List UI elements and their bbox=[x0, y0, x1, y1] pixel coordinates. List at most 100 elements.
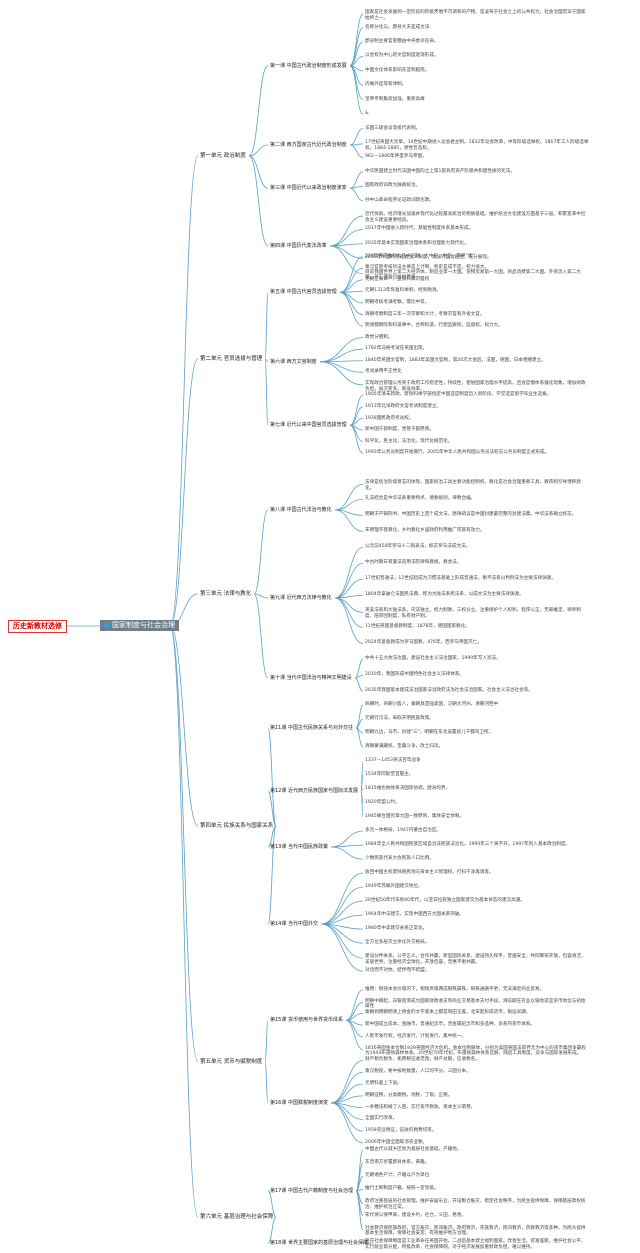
leaf-node: 皇帝专制集权加强，重新高峰 bbox=[365, 96, 425, 102]
leaf-node: 2010年，我国形成中国特色社会主义法律体系。 bbox=[365, 672, 464, 678]
leaf-node: 现在社会保障制度是工业革命在英国开始，二战后基本建立福利国家。改善生活，贫富差距… bbox=[365, 1238, 586, 1250]
leaf-node: 中共十五大依法治国，建设社会主义法治国家，1999年写入宪法。 bbox=[365, 656, 501, 662]
lesson-node[interactable]: 第十课 当代中国法治与精神文明建设 bbox=[270, 675, 352, 681]
leaf-node: 17世纪普通法，12世纪起成为习惯法基础上形成普通法。衡平法系以判例法为主要法律… bbox=[365, 576, 556, 582]
leaf-node: 元朝诸色户计，户籍以户为单位 bbox=[365, 1173, 430, 1179]
leaf-node: 秦朝到明朝明清上德金的文字基本上都是和田玉差。北宋起形成货币，银迫早期。 bbox=[365, 1010, 531, 1016]
leaf-node: 明朝九边，马市，封建"三"，明朝在东北设置奴儿干都司卫所。 bbox=[365, 730, 494, 736]
lesson-node[interactable]: 第15课 货币使用与世界货币体系 bbox=[270, 1017, 343, 1024]
leaf-node: 1782年马格考试在英国出现。 bbox=[365, 346, 428, 352]
unit-node[interactable]: 第三单元 法律与教化 bbox=[200, 591, 252, 597]
leaf-node: 1337—1453英法百年战争 bbox=[365, 758, 421, 764]
lesson-node[interactable]: 第17课 中国古代户籍制度与社会治理 bbox=[270, 1187, 353, 1194]
lesson-node[interactable]: 第三课 中国近代以来政治制度演变 bbox=[270, 185, 347, 192]
unit-node[interactable]: 第一单元 政治制度 bbox=[200, 152, 246, 159]
leaf-node: 商朝时，商朝小殷人，秦朝具首强奥国，汉朝大河州，清朝河西中 bbox=[365, 702, 499, 708]
leaf-node: 财产税负税负，拓费税征收范围，财产总额，征收税名。 bbox=[365, 1057, 480, 1063]
leaf-node: 1905年清末新政，废除科举学部指定中国选官制度迈入新阶段，学堂选官留学毕业生选… bbox=[365, 392, 552, 398]
leaf-node: 礼法结合是中华法系重要特点，德要规则。律教合编。 bbox=[365, 496, 476, 502]
leaf-node: 1815维也纳体系决国际协调，欧洲均势。 bbox=[365, 786, 451, 792]
leaf-node: 建设伙伴关系。公平正义，合作共赢，新型国际关系，建设持久和平，普遍安全，共同繁荣… bbox=[365, 954, 586, 965]
leaf-node: 明朝考核考满考察，需比中等。 bbox=[365, 299, 430, 305]
lesson-node[interactable]: 第18课 世界主要国家的基层治理与社会保障 bbox=[270, 1240, 368, 1247]
leaf-node: & bbox=[365, 111, 369, 117]
lesson-node[interactable]: 第八课 中国古代法治与教化 bbox=[270, 507, 332, 513]
leaf-node: 2035年基本实现国家治理体系和治理能力现代化。 bbox=[365, 240, 469, 246]
leaf-node: 英美法系和大陆法系，司法独立，权力制衡，三权分立。注重保护个人权利，程序公正，无… bbox=[365, 608, 581, 620]
leaf-node: 1964年中法建交，实现中国西方大国关系突破。 bbox=[365, 912, 464, 918]
leaf-node: 政党分肥制。 bbox=[365, 334, 393, 340]
unit-node[interactable]: 第四单元 民族关系与国家关系 bbox=[200, 823, 274, 829]
leaf-node: 少数民族代表大会民族人口比例。 bbox=[365, 856, 434, 862]
lesson-node[interactable]: 第九课 近代西方法律与教化 bbox=[270, 595, 332, 601]
leaf-node: 1949年苏联外国建交地位。 bbox=[365, 884, 423, 890]
leaf-node: 元朝行汉法，采取开明民族政策。 bbox=[365, 716, 434, 722]
leaf-node: 2035年我国基本建成法治国家法治政府法治社会法治国家。社会主义法治社会等。 bbox=[365, 688, 533, 694]
root-node[interactable]: 历史新教材选修 bbox=[8, 620, 67, 633]
leaf-node: 1920年盟公约。 bbox=[365, 800, 400, 806]
leaf-node: 人民币发行权，经济发行，计划发行，集中统一。 bbox=[365, 1033, 467, 1039]
leaf-node: 郡县制主要官吏都由中央委派任命。 bbox=[365, 39, 439, 44]
leaf-node: 元朝1313年恢复科举制，经到晚清。 bbox=[365, 288, 442, 294]
leaf-node: 1945联合国宪章大国一致原则，集体安全体制。 bbox=[365, 814, 464, 820]
leaf-node: 社会救济保民族政府，官方赈灾，民间赈济。政府救济，宗族救济，民间救济，宗教救济等… bbox=[365, 1225, 586, 1237]
leaf-node: 新中国成立成本，金融币，普通纪念币，贵金属纪念币和多品种，多系列货币体系。 bbox=[365, 1022, 535, 1028]
leaf-node: 962—1806年神圣罗马帝国。 bbox=[365, 154, 427, 160]
leaf-node: 对话而不对抗，结伴而不结盟。 bbox=[365, 968, 430, 974]
lesson-node[interactable]: 第四课 中国历代变法改革 bbox=[270, 242, 327, 249]
leaf-node: 1958农业税征，征收的税费均等。 bbox=[365, 1128, 437, 1134]
unit-node[interactable]: 第六单元 基层治理与社会保障 bbox=[200, 1214, 274, 1221]
leaf-node: 1840年英国文官制，1883年美国文官制，第20次大会后，法国，德国，日本相继… bbox=[365, 357, 546, 363]
lesson-node[interactable]: 第11课 中国古代民族关系与对外交往 bbox=[270, 725, 353, 731]
leaf-node: 明朝中期起，白银逐渐成为国家财政收支和商业交易基本支付手段。清前期在农业以银地适… bbox=[365, 998, 586, 1010]
leaf-node: 以皇权为中心的文官制度逐渐形成。 bbox=[365, 53, 439, 59]
leaf-node: 1804年拿破仑法国民法典，称为大陆法系民法系，以成文法为主要法律渊源。 bbox=[365, 592, 524, 598]
leaf-node: 科学化，民主化，法治化，现代化规范化。 bbox=[365, 438, 453, 444]
unit-node[interactable]: 第五单元 货币与赋税制度 bbox=[200, 1058, 263, 1065]
leaf-node: 清朝蒙满藏统，宝藏斗争，改土归流。 bbox=[365, 744, 444, 750]
leaf-node: 惟用：铜钱本会价值的下，铜钱贵银两成钢铁属铁。铜铁通融平更，无法满足商业贸易。 bbox=[365, 986, 545, 992]
leaf-node: 新中国干部制度，党管干部原则。 bbox=[365, 427, 434, 433]
leaf-node: 明朝子产铸刑书，中国历史上首个成文法。唐律疏议是中国封建最完整的封建法典。中华法… bbox=[365, 512, 577, 518]
leaf-node: 1984年全人民共和国民族区域自治法民族法治化。1990年三个离不开，1997年… bbox=[365, 842, 571, 848]
leaf-node: 法律是统治阶级意志的体现，国家统治工具主要功能控制权，教化是社会治理重要工具，教… bbox=[365, 480, 581, 492]
leaf-node: 孙中山革命程序论证政训政宪政。 bbox=[365, 197, 434, 203]
leaf-node: 2024年基督教成为罗马国教，476年，西罗马帝国灭亡。 bbox=[365, 640, 482, 646]
leaf-node: 名称分化与。郡县大夫是成文法 bbox=[365, 24, 430, 30]
unit-node[interactable]: 第二单元 官员选拔与管理 bbox=[200, 355, 263, 362]
leaf-node: 中国文化体系影响东亚和越南。 bbox=[365, 67, 430, 73]
topic-marker-icon bbox=[104, 622, 109, 628]
lesson-node[interactable]: 第六课 西方文官制度 bbox=[270, 358, 317, 365]
leaf-node: 收回中国主权废除殖民地与资本主义管理权，打扫干净再请客。 bbox=[365, 870, 494, 876]
leaf-node: 法国三级会议等级代表制。 bbox=[365, 125, 421, 131]
leaf-node: 一条鞭法和摊丁入亩，实行货币税收，资本主义萌芽。 bbox=[365, 1104, 476, 1110]
lesson-node[interactable]: 第12课 近代西方民族国家与国际法发展 bbox=[270, 788, 358, 794]
lesson-node[interactable]: 第一课 中国古代政治制度形成发展 bbox=[270, 62, 347, 69]
leaf-node: 明朝征税，分类缴税，地税，丁银，正税。 bbox=[365, 1092, 453, 1098]
leaf-node: 国家是社会发展到一定阶段的阶级矛盾不可调和的产物。是凌驾于社会之上的公共权力。社… bbox=[365, 10, 586, 21]
leaf-node: 1993年公务员制度开始施行，2005年中华人民共和国公务员法标志公务员制度正式… bbox=[365, 450, 550, 456]
leaf-node: 1928国民政府考试权。 bbox=[365, 415, 414, 421]
leaf-node: 17世纪英国大宪章，14世纪中期进入议会君主制。1832年议会改革，中等阶级选举… bbox=[365, 139, 589, 151]
leaf-node: 推行土断制度户籍，按照一定等级。 bbox=[365, 1186, 439, 1192]
leaf-node: 公元前450年罗马十二铜表法，标志罗马法成文法。 bbox=[365, 544, 471, 550]
leaf-node: 实现政治管理公务到于政府工作稳定性，持续性，使进国家治理水平提高。且会官僚体系僵… bbox=[365, 380, 586, 392]
lesson-node[interactable]: 第二课 西方国家古代近代政治制度 bbox=[270, 142, 347, 148]
leaf-node: 全方位多层次立体化外交格局。 bbox=[365, 940, 430, 946]
leaf-node: 政府注重基层的社会管理，维护安居乐业，开设粮仓赈灾，稳定社会秩序，为民生提供保障… bbox=[365, 1199, 586, 1211]
leaf-node: 多元一体格局，1947内蒙古自治区。 bbox=[365, 828, 442, 834]
hub-node[interactable]: 国家制度与社会治理 bbox=[100, 620, 179, 631]
leaf-node: 中国古代以城乡区划为基层社会基础，户籍地。 bbox=[365, 1146, 462, 1152]
lesson-node[interactable]: 第14课 当代中国外交 bbox=[270, 921, 318, 927]
leaf-node: 宋明理学基教化，乡约教化乡里政府利用推广宗族有效力。 bbox=[365, 528, 485, 534]
leaf-node: 1913年北洋政府文官考试制度建立。 bbox=[365, 403, 442, 409]
leaf-node: 明清都察院和科道事中，合称科道，行使监察权，监督权，权力大。 bbox=[365, 323, 503, 329]
lesson-node[interactable]: 第13课 当代中国民族政策 bbox=[270, 844, 328, 850]
leaf-node: 内阁外廷等新体制。 bbox=[365, 82, 407, 88]
lesson-node[interactable]: 第七课 近代以来中国官员选拔管理 bbox=[270, 422, 347, 429]
leaf-node: 东晋南方侨置郡县体系，黄籍。 bbox=[365, 1160, 430, 1166]
lesson-node[interactable]: 第五课 中国古代官员选拔管理 bbox=[270, 289, 337, 296]
lesson-node[interactable]: 第16课 中国赋税制度演变 bbox=[270, 1099, 328, 1106]
leaf-node: 秦汉官吏考核的法主要是上计制，到史是成不定，权力很大。 bbox=[365, 265, 490, 271]
